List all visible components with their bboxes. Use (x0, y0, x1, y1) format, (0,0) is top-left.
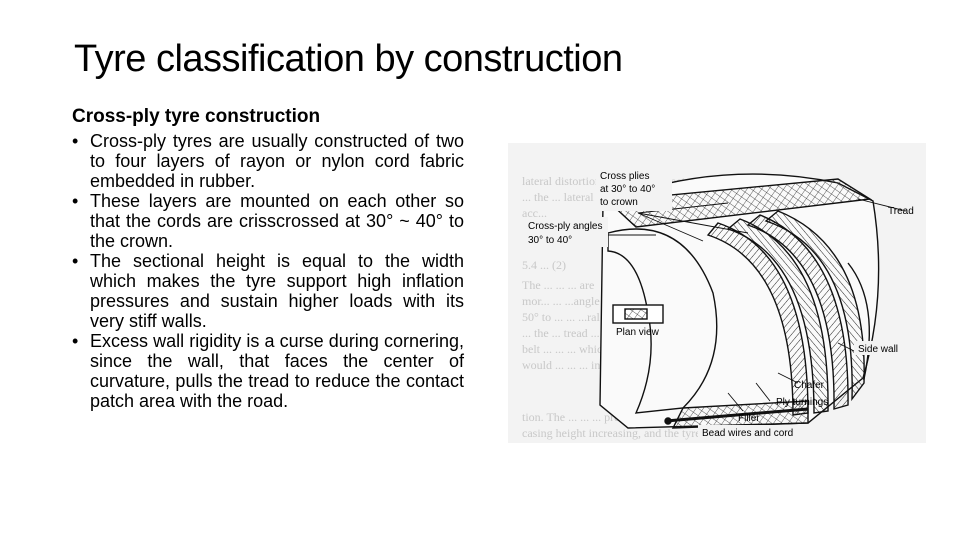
text-content: Cross-ply tyre construction Cross-ply ty… (72, 106, 464, 411)
diagram-labels: Cross plies at 30° to 40° to crown Cross… (524, 167, 914, 439)
bullet-item: The sectional height is equal to the wid… (72, 251, 464, 331)
chafer-label: Chafer (794, 380, 825, 391)
leader-lines (755, 382, 771, 402)
tyre-diagram: lateral distortion causes ... contact ..… (508, 143, 926, 443)
leader-lines (857, 198, 907, 212)
tread-blocks (606, 178, 873, 228)
bead-wire-end (664, 417, 672, 425)
plan-view-sample (624, 308, 648, 320)
ghost-line: The ... ... ... are (522, 278, 594, 292)
cross-plies-label: at 30° to 40° (600, 184, 655, 195)
bead-wires-label: Bead wires and cord (702, 428, 793, 439)
ghost-line: casing height increasing, and the tyre u… (522, 426, 753, 440)
bullet-item: Cross-ply tyres are usually constructed … (72, 131, 464, 191)
ghost-text: lateral distortion causes ... contact ..… (522, 174, 753, 440)
tread-label: Tread (888, 206, 914, 217)
ply-layer (746, 214, 849, 410)
label-bg (596, 167, 672, 211)
ghost-line: acc... (522, 206, 547, 220)
side-wall-edge (847, 262, 871, 380)
cross-ply-angles-label: Cross-ply angles (528, 221, 602, 232)
plan-view-label: Plan view (616, 327, 660, 338)
tyre-diagram-svg: lateral distortion causes ... contact ..… (508, 143, 926, 443)
ghost-line: 50° to ... ... ...ral plies (522, 310, 626, 324)
side-wall-label: Side wall (858, 344, 898, 355)
ply-turnings-label: Ply turnings (776, 397, 828, 408)
label-bg (854, 341, 914, 355)
ghost-line: mor... ... ...angle of (522, 294, 613, 308)
subheading: Cross-ply tyre construction (72, 106, 321, 127)
slide-title: Tyre classification by construction (74, 38, 623, 80)
cross-plies-label: to crown (600, 197, 638, 208)
filler-label: Filler (738, 413, 760, 424)
leader-lines (637, 202, 749, 242)
ghost-line: 5.4 ... (2) (522, 258, 566, 272)
bullet-item: Excess wall rigidity is a curse during c… (72, 331, 464, 411)
label-bg (698, 425, 808, 439)
cross-plies-label: Cross plies (600, 171, 649, 182)
tyre-drawing (599, 173, 907, 429)
ghost-line: ... the ... lateral (522, 190, 594, 204)
ghost-line: would ... ... ... infla- (522, 358, 617, 372)
ply-layer (726, 218, 829, 414)
ply-layer (764, 210, 865, 402)
bead-wire (665, 407, 809, 423)
leader-lines (777, 372, 799, 384)
ghost-line: belt ... ... ... which (522, 342, 608, 356)
leader-lines (727, 392, 744, 412)
bullet-item: These layers are mounted on each other s… (72, 191, 464, 251)
label-bg (524, 217, 608, 247)
cross-ply-angles-label: 30° to 40° (528, 235, 572, 246)
bullet-list: Cross-ply tyres are usually constructed … (72, 131, 464, 411)
